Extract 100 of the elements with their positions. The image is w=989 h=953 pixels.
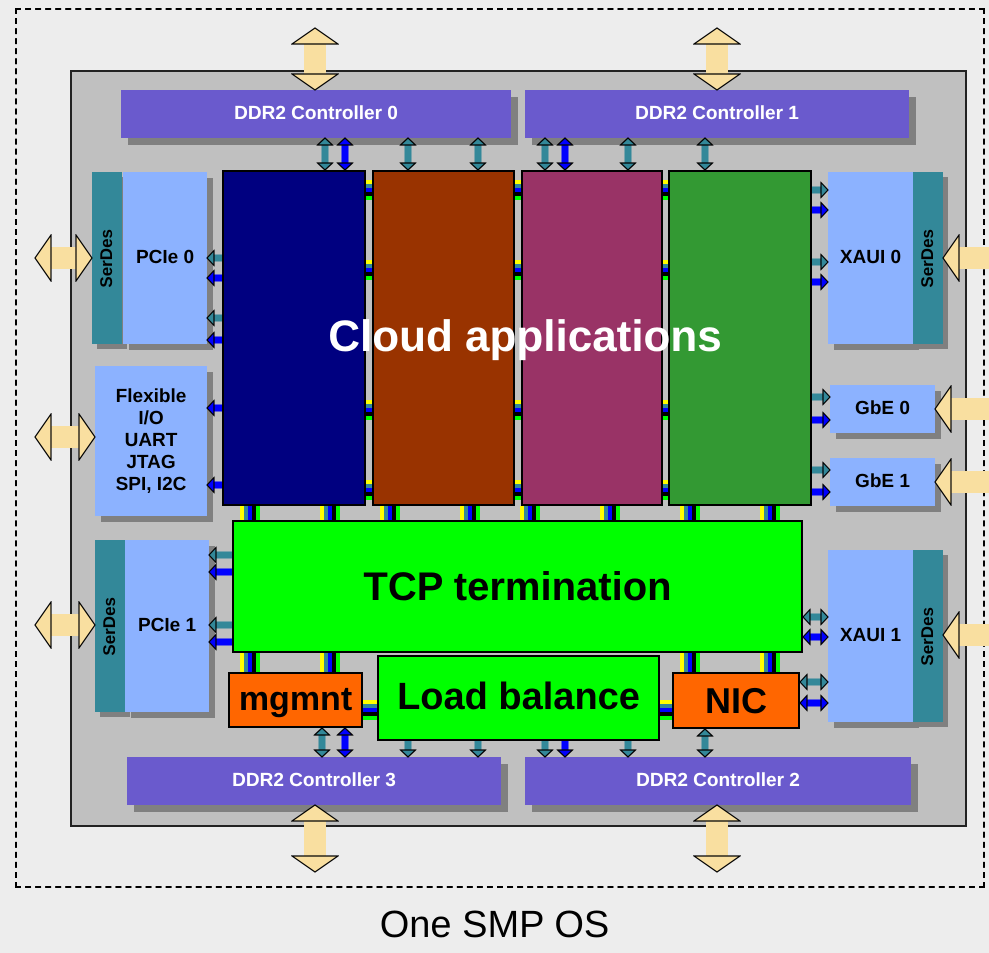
engine-block [228, 672, 363, 728]
connector-arrow [812, 412, 831, 428]
block-label: DDR2 Controller 1 [635, 103, 799, 125]
bus-link [366, 400, 372, 420]
bus-link [366, 480, 372, 500]
bus-link [663, 180, 668, 200]
connector-arrow [620, 137, 636, 171]
io-block [95, 366, 207, 516]
io-block [125, 540, 209, 712]
connector-arrow [799, 674, 829, 690]
bus-link [600, 506, 620, 520]
connector-arrow [316, 137, 334, 171]
serdes-strip [92, 172, 122, 344]
bus-link [320, 506, 340, 520]
bus-link [760, 506, 780, 520]
block-label: SerDes [918, 228, 938, 288]
bus-link [515, 400, 521, 420]
bus-link [380, 506, 400, 520]
bus-link [760, 653, 780, 672]
connector-arrow [206, 270, 222, 286]
connector-arrow [556, 741, 574, 758]
block-label: XAUI 0 [840, 247, 902, 269]
connector-arrow [470, 137, 486, 171]
bus-link [363, 700, 377, 720]
connector-arrow [314, 727, 330, 758]
block-label: DDR2 Controller 3 [232, 770, 396, 792]
connector-arrow [206, 310, 222, 326]
block-label: GbE 0 [855, 398, 910, 420]
serdes-strip [913, 172, 943, 344]
engine-block [232, 520, 803, 653]
block-label: PCIe 0 [136, 247, 194, 269]
connector-arrow [336, 137, 354, 171]
connector-arrow [291, 804, 339, 873]
bus-link [320, 653, 340, 672]
block-label: TCP termination [363, 564, 672, 610]
bus-link [460, 506, 480, 520]
connector-arrow [812, 484, 831, 500]
block-label: PCIe 1 [138, 615, 196, 637]
connector-arrow [696, 137, 714, 171]
connector-arrow [812, 388, 831, 406]
block-label: GbE 1 [855, 471, 910, 493]
connector-arrow [812, 254, 829, 270]
connector-arrow [802, 608, 829, 626]
bus-link [366, 180, 372, 200]
bus-link [515, 180, 521, 200]
bus-link [663, 480, 668, 500]
memory-controller-block [525, 757, 911, 805]
connector-arrow [934, 458, 989, 506]
block-label: DDR2 Controller 2 [636, 770, 800, 792]
memory-controller-block [121, 90, 511, 138]
bus-link [366, 260, 372, 280]
connector-arrow [206, 476, 222, 494]
bus-link [680, 506, 700, 520]
connector-arrow [693, 804, 741, 873]
io-block [828, 550, 913, 722]
connector-arrow [812, 202, 829, 218]
connector-arrow [942, 611, 989, 659]
connector-arrow [802, 628, 829, 646]
connector-arrow [208, 546, 232, 564]
block-label: Load balance [397, 676, 640, 720]
bus-link [240, 653, 260, 672]
serdes-strip [95, 540, 125, 712]
connector-arrow [336, 727, 354, 758]
bus-link [515, 260, 521, 280]
connector-arrow [206, 332, 222, 348]
connector-arrow [536, 137, 554, 171]
bus-link [680, 653, 700, 672]
connector-arrow [400, 137, 416, 171]
memory-controller-block [525, 90, 909, 138]
bus-link [515, 480, 521, 500]
chip-die [70, 70, 967, 827]
block-label: NIC [705, 680, 767, 722]
connector-arrow [400, 741, 416, 758]
block-label: SerDes [100, 596, 120, 656]
os-boundary-box [15, 8, 985, 888]
connector-arrow [208, 616, 232, 634]
connector-arrow [696, 728, 714, 758]
connector-arrow [942, 234, 989, 282]
connector-arrow [799, 694, 829, 712]
bus-link [660, 700, 672, 720]
engine-block [672, 672, 800, 729]
connector-arrow [470, 741, 486, 758]
bus-link [240, 506, 260, 520]
connector-arrow [556, 137, 574, 171]
block-label: SerDes [97, 228, 117, 288]
block-label: XAUI 1 [840, 625, 902, 647]
connector-arrow [208, 634, 232, 650]
engine-block [377, 655, 660, 741]
io-block [830, 458, 935, 506]
connector-arrow [693, 27, 741, 91]
bus-link [520, 506, 540, 520]
connector-arrow [812, 182, 829, 198]
connector-arrow [620, 741, 636, 758]
connector-arrow [934, 385, 989, 433]
connector-arrow [206, 400, 222, 416]
block-label: SerDes [918, 606, 938, 666]
serdes-strip [913, 550, 943, 722]
io-block [828, 172, 913, 344]
connector-arrow [536, 741, 554, 758]
io-block [830, 385, 935, 433]
